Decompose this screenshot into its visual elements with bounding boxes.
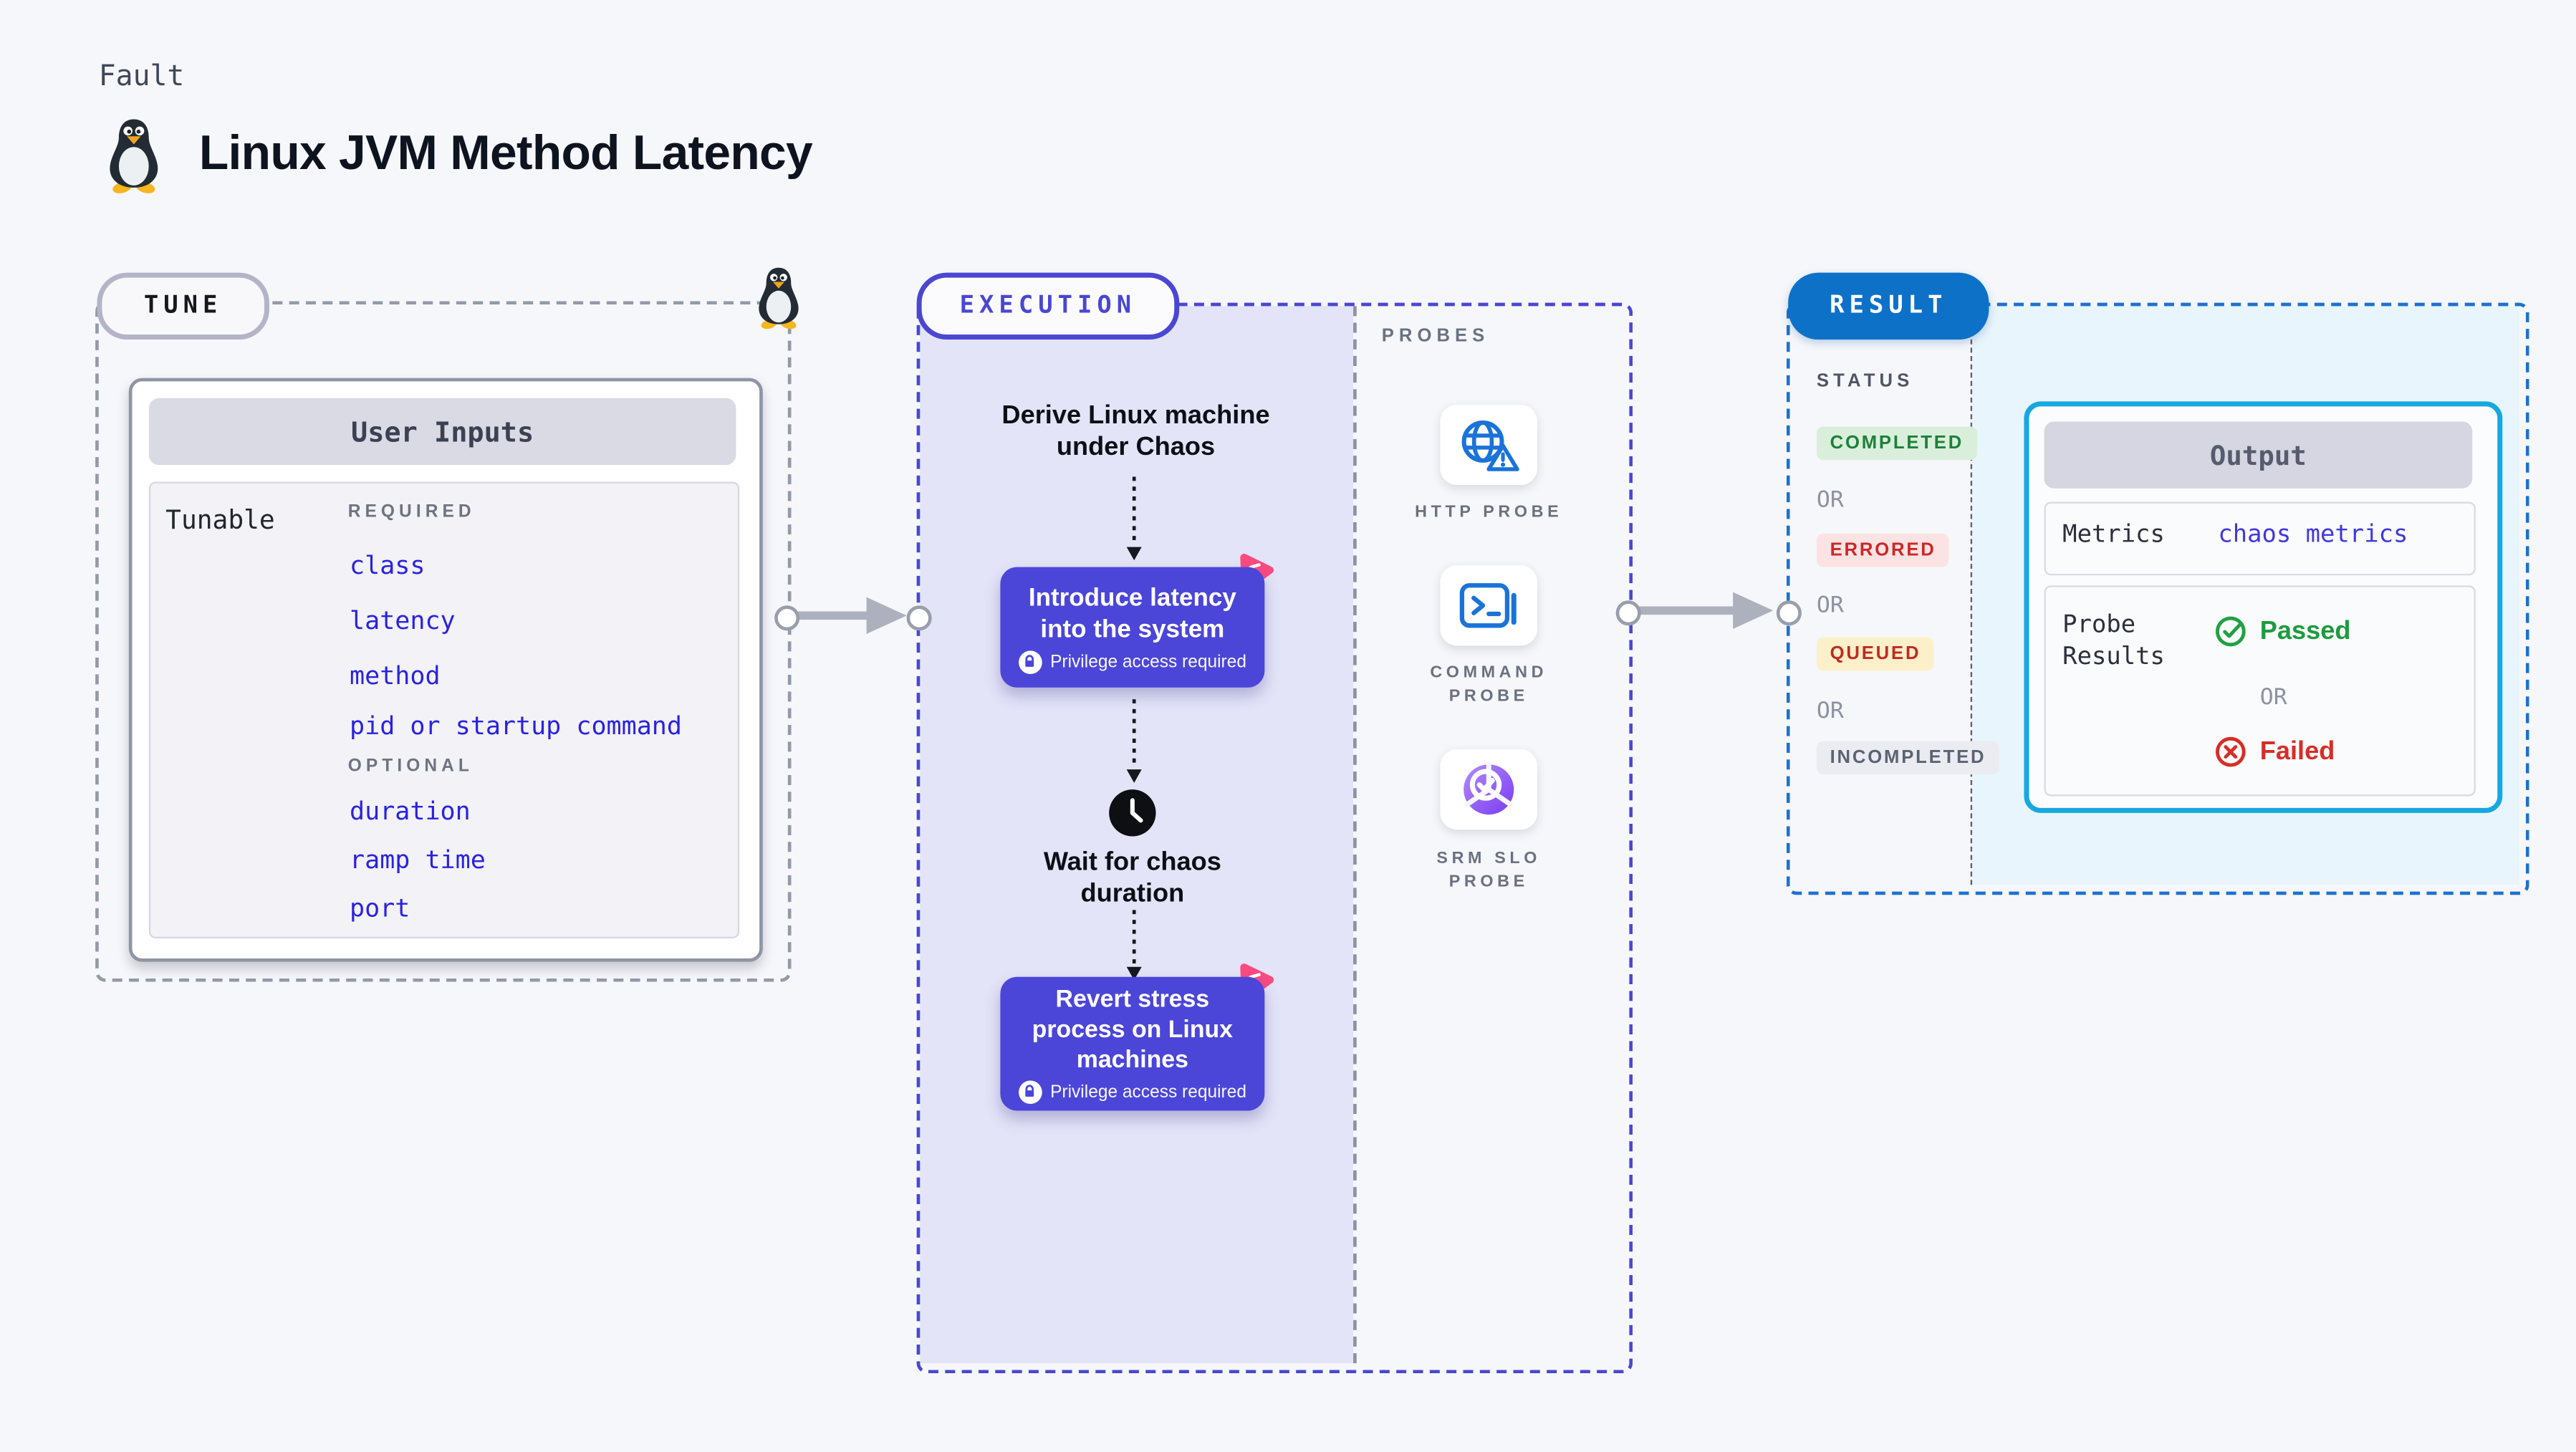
lock-icon	[1018, 1080, 1042, 1103]
tune-section-box	[95, 301, 792, 982]
probe-results-label: Probe Results	[2062, 612, 2165, 671]
tunable-item-ramp-time[interactable]: ramp time	[350, 845, 486, 875]
tune-pill: TUNE	[97, 272, 269, 340]
node-introduce-latency[interactable]: Introduce latency into the system Privil…	[1000, 567, 1265, 688]
connector-dot	[774, 605, 800, 631]
or-separator: OR	[1816, 592, 1844, 619]
tunable-item-method[interactable]: method	[350, 660, 441, 691]
globe-alert-icon	[1461, 419, 1519, 471]
privilege-row: Privilege access required	[1018, 1080, 1247, 1103]
result-pill: RESULT	[1788, 272, 1989, 340]
connector-dot	[1615, 600, 1641, 626]
optional-heading: OPTIONAL	[347, 756, 474, 777]
probe-results-row: Probe Results Passed OR Failed	[2044, 585, 2476, 797]
user-inputs-card: User Inputs Tunable REQUIRED class laten…	[128, 378, 763, 962]
result-section-box	[1786, 302, 2529, 895]
probes-divider	[1353, 306, 1357, 1364]
result-divider	[1970, 306, 1973, 885]
dotted-arrow-down	[1126, 476, 1142, 561]
or-separator: OR	[2259, 684, 2287, 711]
node-revert-stress-label: Revert stress process on Linux machines	[1032, 986, 1234, 1073]
privilege-note: Privilege access required	[1050, 1081, 1247, 1102]
page-title: Linux JVM Method Latency	[198, 127, 813, 181]
execution-section-box	[916, 302, 1633, 1374]
derive-step-text: Derive Linux machine under Chaos	[1001, 401, 1270, 462]
tunable-item-pid[interactable]: pid or startup command	[350, 711, 682, 741]
metrics-value-link[interactable]: chaos metrics	[2218, 521, 2408, 549]
dotted-arrow-down	[1126, 699, 1142, 783]
status-heading: STATUS	[1816, 371, 1914, 392]
tunable-row-label: Tunable	[165, 505, 275, 536]
fault-kicker: Fault	[98, 60, 185, 94]
privilege-row: Privilege access required	[1018, 650, 1247, 673]
probe-card-command[interactable]	[1440, 565, 1537, 646]
or-separator: OR	[1816, 697, 1844, 725]
tux-penguin-icon	[110, 119, 158, 193]
probe-label-srm-slo: SRM SLO PROBE	[1436, 850, 1542, 892]
arrow-tune-to-execution	[792, 597, 907, 635]
probe-card-http[interactable]	[1440, 405, 1537, 486]
passed-indicator: Passed	[2213, 614, 2351, 649]
output-card: Output Metrics chaos metrics Probe Resul…	[2024, 401, 2503, 813]
node-introduce-latency-label: Introduce latency into the system	[1028, 582, 1236, 643]
check-circle-icon	[2216, 616, 2246, 647]
required-heading: REQUIRED	[347, 501, 476, 522]
execution-pill: EXECUTION	[916, 272, 1180, 340]
wait-step-text: Wait for chaos duration	[1043, 847, 1221, 908]
probe-card-srm-slo[interactable]	[1440, 749, 1537, 830]
or-separator: OR	[1816, 486, 1844, 514]
tunable-item-class[interactable]: class	[350, 550, 426, 581]
status-badge-queued: QUEUED	[1816, 637, 1934, 671]
x-circle-icon	[2216, 736, 2246, 767]
node-revert-stress[interactable]: Revert stress process on Linux machines …	[1000, 976, 1265, 1111]
dotted-arrow-down	[1126, 910, 1142, 981]
probes-heading: PROBES	[1381, 326, 1490, 347]
user-inputs-header: User Inputs	[148, 398, 736, 466]
passed-label: Passed	[2259, 616, 2351, 645]
clock-icon	[1109, 789, 1156, 837]
slo-donut-check-icon	[1464, 761, 1514, 815]
tunable-item-duration[interactable]: duration	[350, 796, 471, 827]
status-badge-incompleted: INCOMPLETED	[1816, 741, 2000, 775]
metrics-label: Metrics	[2062, 521, 2165, 549]
metrics-row: Metrics chaos metrics	[2044, 501, 2476, 576]
arrow-execution-to-result	[1635, 592, 1774, 629]
tunable-item-port[interactable]: port	[350, 893, 410, 923]
connector-dot	[1776, 600, 1802, 626]
privilege-note: Privilege access required	[1050, 651, 1247, 672]
user-inputs-body: Tunable REQUIRED class latency method pi…	[148, 481, 740, 938]
tunable-item-latency[interactable]: latency	[350, 605, 456, 636]
connector-dot	[906, 605, 932, 631]
failed-label: Failed	[2259, 736, 2335, 766]
tux-penguin-small-icon	[759, 267, 799, 330]
terminal-icon	[1459, 582, 1517, 628]
failed-indicator: Failed	[2213, 734, 2335, 769]
probe-label-command: COMMAND PROBE	[1430, 664, 1548, 706]
status-badge-errored: ERRORED	[1816, 533, 1950, 567]
lock-icon	[1018, 650, 1042, 673]
output-header: Output	[2044, 421, 2473, 489]
probe-label-http: HTTP PROBE	[1415, 503, 1563, 522]
status-badge-completed: COMPLETED	[1816, 426, 1977, 461]
